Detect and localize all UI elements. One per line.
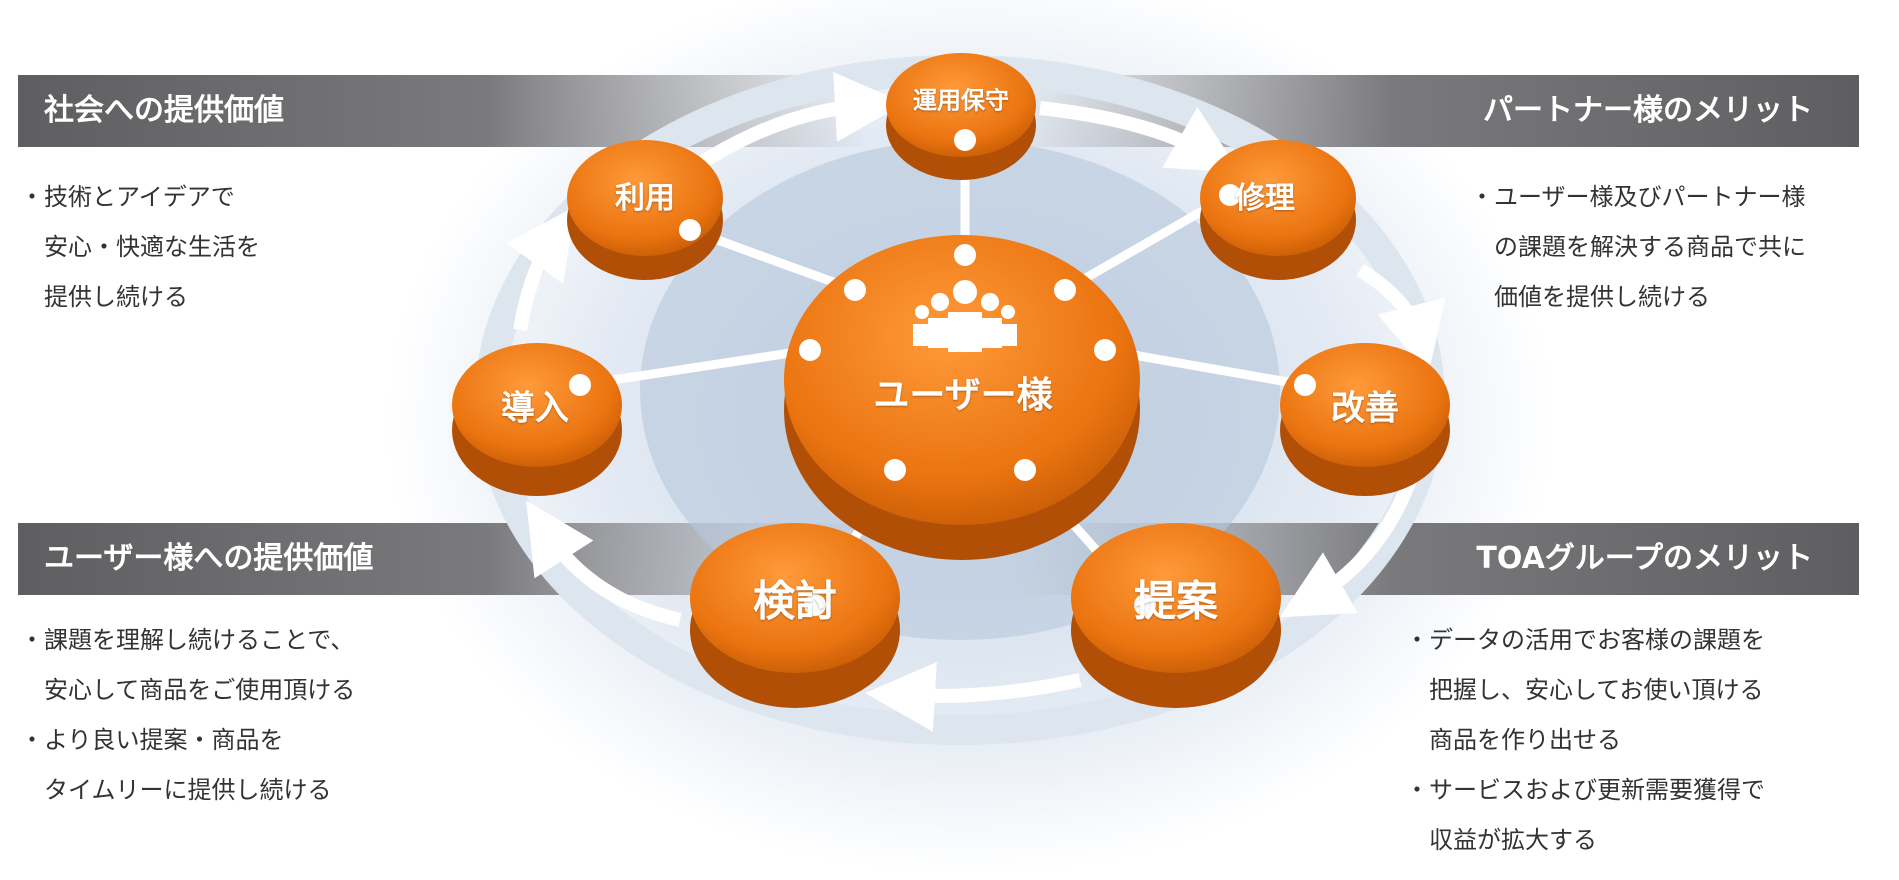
center-label: ユーザー様 <box>873 375 1053 416</box>
text-line: 安心して商品をご使用頂ける <box>20 676 356 704</box>
node-consider: 検討 <box>752 576 838 626</box>
text-line: ・データの活用でお客様の課題を <box>1405 626 1765 654</box>
node-introduce: 導入 <box>501 388 569 429</box>
users-group-icon <box>913 280 1017 352</box>
arrow <box>526 500 682 627</box>
connector-dots <box>569 129 1316 616</box>
toa-merit-text: ・データの活用でお客様の課題を 把握し、安心してお使い頂ける 商品を作り出せる … <box>1405 615 1765 865</box>
node-disc <box>886 53 1036 180</box>
node-disc <box>452 343 622 496</box>
arrow <box>506 206 576 332</box>
node-propose: 提案 <box>1133 576 1219 626</box>
text-line: 把握し、安心してお使い頂ける <box>1405 676 1764 704</box>
arrow <box>686 72 905 176</box>
text-line: 提供し続ける <box>20 283 188 311</box>
user-value-text: ・課題を理解し続けることで、 安心して商品をご使用頂ける ・より良い提案・商品を… <box>20 615 355 815</box>
text-line: 商品を作り出せる <box>1405 726 1621 754</box>
partner-merit-text: ・ユーザー様及びパートナー様 の課題を解決する商品で共に 価値を提供し続ける <box>1470 172 1806 322</box>
text-line: ・課題を理解し続けることで、 <box>20 626 355 654</box>
text-line: 価値を提供し続ける <box>1470 283 1710 311</box>
node-disc <box>1071 523 1281 708</box>
arrow <box>1279 477 1417 618</box>
node-use: 利用 <box>615 181 675 216</box>
node-disc <box>1280 343 1450 496</box>
text-line: 収益が拡大する <box>1405 826 1597 854</box>
nodes <box>452 53 1450 708</box>
text-line: ・より良い提案・商品を <box>20 726 284 754</box>
node-maintenance: 運用保守 <box>913 86 1009 115</box>
node-disc <box>690 523 900 708</box>
society-value-text: ・技術とアイデアで 安心・快適な生活を 提供し続ける <box>20 172 260 322</box>
text-line: タイムリーに提供し続ける <box>20 776 332 804</box>
center-disc <box>784 235 1140 560</box>
node-repair: 修理 <box>1235 181 1295 216</box>
text-line: ・サービスおよび更新需要獲得で <box>1405 776 1765 804</box>
cycle-diagram <box>452 53 1450 745</box>
arrow <box>1356 263 1446 374</box>
text-line: の課題を解決する商品で共に <box>1470 233 1806 261</box>
text-line: ・ユーザー様及びパートナー様 <box>1470 183 1806 211</box>
cycle-arrows <box>506 72 1446 732</box>
node-improve: 改善 <box>1331 388 1399 429</box>
arrow <box>1039 101 1241 173</box>
text-line: ・技術とアイデアで <box>20 183 235 211</box>
arrow <box>865 661 1082 732</box>
text-line: 安心・快適な生活を <box>20 233 260 261</box>
